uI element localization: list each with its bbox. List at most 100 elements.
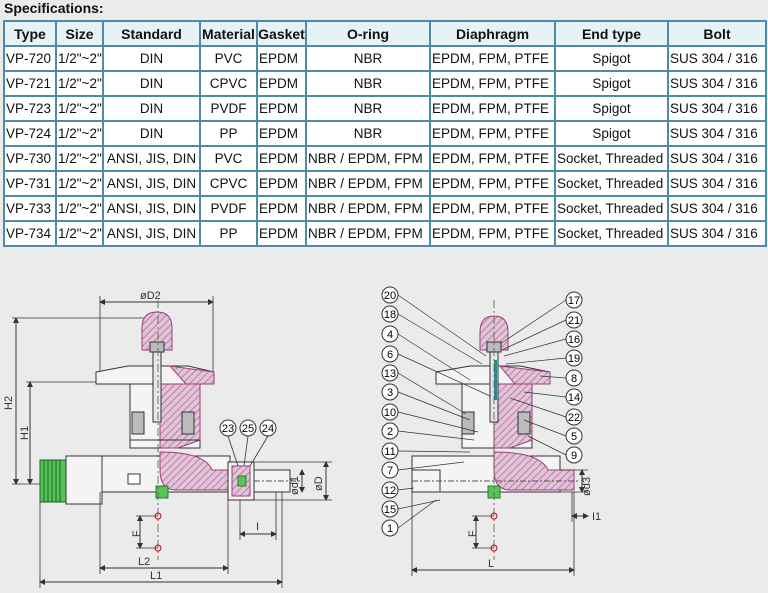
header-gasket: Gasket <box>256 20 307 47</box>
header-standard: Standard <box>102 20 201 47</box>
cell-o-ring: NBR <box>305 95 431 122</box>
valve-drawings: øD2 H2 H1 <box>3 286 601 588</box>
cell-o-ring: NBR / EPDM, FPM <box>305 145 431 172</box>
cell-type: VP-724 <box>3 120 57 147</box>
cell-diaphragm: EPDM, FPM, PTFE <box>429 170 556 197</box>
cell-bolt: SUS 304 / 316 <box>667 170 767 197</box>
specifications-table: Type Size Standard Material Gasket O-rin… <box>3 20 767 247</box>
cell-bolt: SUS 304 / 316 <box>667 195 767 222</box>
cell-size: 1/2"~2" <box>55 45 104 72</box>
cell-gasket: EPDM <box>256 220 307 247</box>
cell-bolt: SUS 304 / 316 <box>667 220 767 247</box>
dim-f-label-right: F <box>467 530 479 537</box>
cell-end-type: Spigot <box>554 45 669 72</box>
dim-d1-label: ød1 <box>289 476 301 495</box>
dim-l1-label: L1 <box>150 570 162 582</box>
dim-d2-label: øD2 <box>140 290 161 302</box>
cell-gasket: EPDM <box>256 120 307 147</box>
cell-o-ring: NBR / EPDM, FPM <box>305 170 431 197</box>
balloon-5: 5 <box>571 431 577 443</box>
cell-gasket: EPDM <box>256 45 307 72</box>
balloon-18: 18 <box>384 309 396 321</box>
balloon-3: 3 <box>387 387 393 399</box>
cell-standard: ANSI, JIS, DIN <box>102 170 201 197</box>
table-row: VP-734 1/2"~2" ANSI, JIS, DIN PP EPDM NB… <box>3 220 767 247</box>
balloon-15: 15 <box>384 504 396 516</box>
dim-f-label: F <box>131 530 143 537</box>
balloon-22: 22 <box>568 412 580 424</box>
balloon-10: 10 <box>384 407 396 419</box>
table-row: VP-723 1/2"~2" DIN PVDF EPDM NBR EPDM, F… <box>3 95 767 122</box>
cell-standard: DIN <box>102 45 201 72</box>
cell-bolt: SUS 304 / 316 <box>667 120 767 147</box>
balloon-25: 25 <box>242 423 254 435</box>
dim-h1-label: H1 <box>19 426 31 440</box>
balloon-group-right-right: 17 21 16 19 8 14 22 5 9 <box>499 291 583 464</box>
cell-material: PVC <box>199 45 258 72</box>
balloon-group-left: 23 25 24 <box>219 419 277 467</box>
header-material: Material <box>199 20 258 47</box>
balloon-1: 1 <box>387 523 393 535</box>
cell-end-type: Spigot <box>554 70 669 97</box>
cell-size: 1/2"~2" <box>55 95 104 122</box>
right-valve-drawing: ød3 I1 F L <box>381 286 601 576</box>
cell-bolt: SUS 304 / 316 <box>667 45 767 72</box>
cell-end-type: Spigot <box>554 120 669 147</box>
cell-gasket: EPDM <box>256 70 307 97</box>
cell-size: 1/2"~2" <box>55 70 104 97</box>
cell-size: 1/2"~2" <box>55 120 104 147</box>
cell-type: VP-734 <box>3 220 57 247</box>
balloon-7: 7 <box>387 465 393 477</box>
cell-size: 1/2"~2" <box>55 145 104 172</box>
cell-material: CPVC <box>199 70 258 97</box>
cell-diaphragm: EPDM, FPM, PTFE <box>429 195 556 222</box>
balloon-20: 20 <box>384 290 396 302</box>
balloon-23: 23 <box>222 423 234 435</box>
cell-diaphragm: EPDM, FPM, PTFE <box>429 45 556 72</box>
cell-o-ring: NBR / EPDM, FPM <box>305 195 431 222</box>
cell-standard: DIN <box>102 70 201 97</box>
cell-material: PP <box>199 220 258 247</box>
balloon-12: 12 <box>384 485 396 497</box>
dim-d3-label: ød3 <box>581 477 593 496</box>
cell-diaphragm: EPDM, FPM, PTFE <box>429 120 556 147</box>
cell-standard: ANSI, JIS, DIN <box>102 220 201 247</box>
header-diaphragm: Diaphragm <box>429 20 556 47</box>
cell-diaphragm: EPDM, FPM, PTFE <box>429 95 556 122</box>
balloon-11: 11 <box>384 446 395 458</box>
table-row: VP-730 1/2"~2" ANSI, JIS, DIN PVC EPDM N… <box>3 145 767 172</box>
table-row: VP-721 1/2"~2" DIN CPVC EPDM NBR EPDM, F… <box>3 70 767 97</box>
header-end-type: End type <box>554 20 669 47</box>
balloon-24: 24 <box>262 423 274 435</box>
cell-material: PVC <box>199 145 258 172</box>
table-row: VP-731 1/2"~2" ANSI, JIS, DIN CPVC EPDM … <box>3 170 767 197</box>
cell-o-ring: NBR <box>305 70 431 97</box>
table-header-row: Type Size Standard Material Gasket O-rin… <box>3 20 767 47</box>
cell-size: 1/2"~2" <box>55 170 104 197</box>
cell-end-type: Socket, Threaded <box>554 145 669 172</box>
cell-bolt: SUS 304 / 316 <box>667 145 767 172</box>
cell-material: PVDF <box>199 95 258 122</box>
cell-type: VP-730 <box>3 145 57 172</box>
header-type: Type <box>3 20 57 47</box>
balloon-19: 19 <box>568 353 580 365</box>
balloon-21: 21 <box>568 315 580 327</box>
dim-l-label: L <box>488 558 494 570</box>
balloon-group-right-left: 20 18 4 6 13 3 10 2 11 7 12 15 1 <box>381 286 491 537</box>
cell-end-type: Socket, Threaded <box>554 170 669 197</box>
cell-type: VP-733 <box>3 195 57 222</box>
cell-standard: DIN <box>102 120 201 147</box>
balloon-9: 9 <box>571 450 577 462</box>
balloon-14: 14 <box>568 392 580 404</box>
cell-end-type: Socket, Threaded <box>554 220 669 247</box>
cell-o-ring: NBR <box>305 120 431 147</box>
cell-type: VP-731 <box>3 170 57 197</box>
cell-size: 1/2"~2" <box>55 220 104 247</box>
cell-o-ring: NBR / EPDM, FPM <box>305 220 431 247</box>
cell-material: PP <box>199 120 258 147</box>
dim-d-label: øD <box>313 476 325 491</box>
cell-standard: DIN <box>102 95 201 122</box>
table-row: VP-720 1/2"~2" DIN PVC EPDM NBR EPDM, FP… <box>3 45 767 72</box>
cell-gasket: EPDM <box>256 95 307 122</box>
cell-type: VP-723 <box>3 95 57 122</box>
